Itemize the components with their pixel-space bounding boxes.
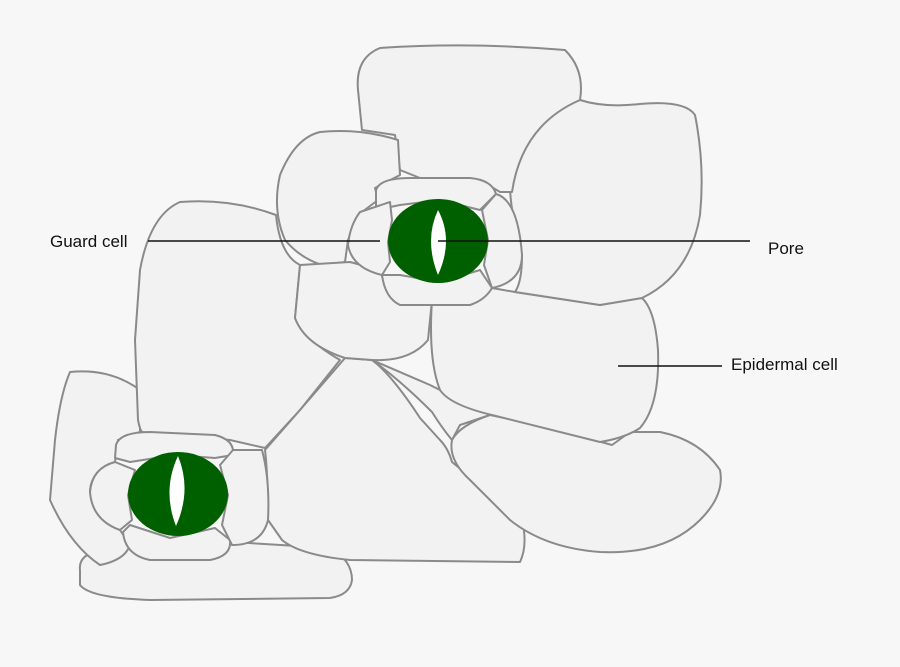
stomatal-pore [431, 210, 446, 275]
epidermal-cell-label: Epidermal cell [731, 355, 838, 374]
epidermal-cell [356, 44, 582, 193]
epidermal-cell [134, 200, 341, 449]
pore-label: Pore [768, 239, 804, 258]
subsidiary-cell [89, 461, 136, 531]
guard-cell-label: Guard cell [50, 232, 128, 251]
epidermal-cell [430, 287, 660, 443]
subsidiary-cell [375, 177, 497, 211]
subsidiary-cell [347, 201, 393, 276]
epidermal-cell [276, 130, 401, 266]
subsidiary-cell [219, 449, 270, 546]
stomatal-pore [169, 456, 185, 526]
subsidiary-cell [114, 431, 235, 463]
